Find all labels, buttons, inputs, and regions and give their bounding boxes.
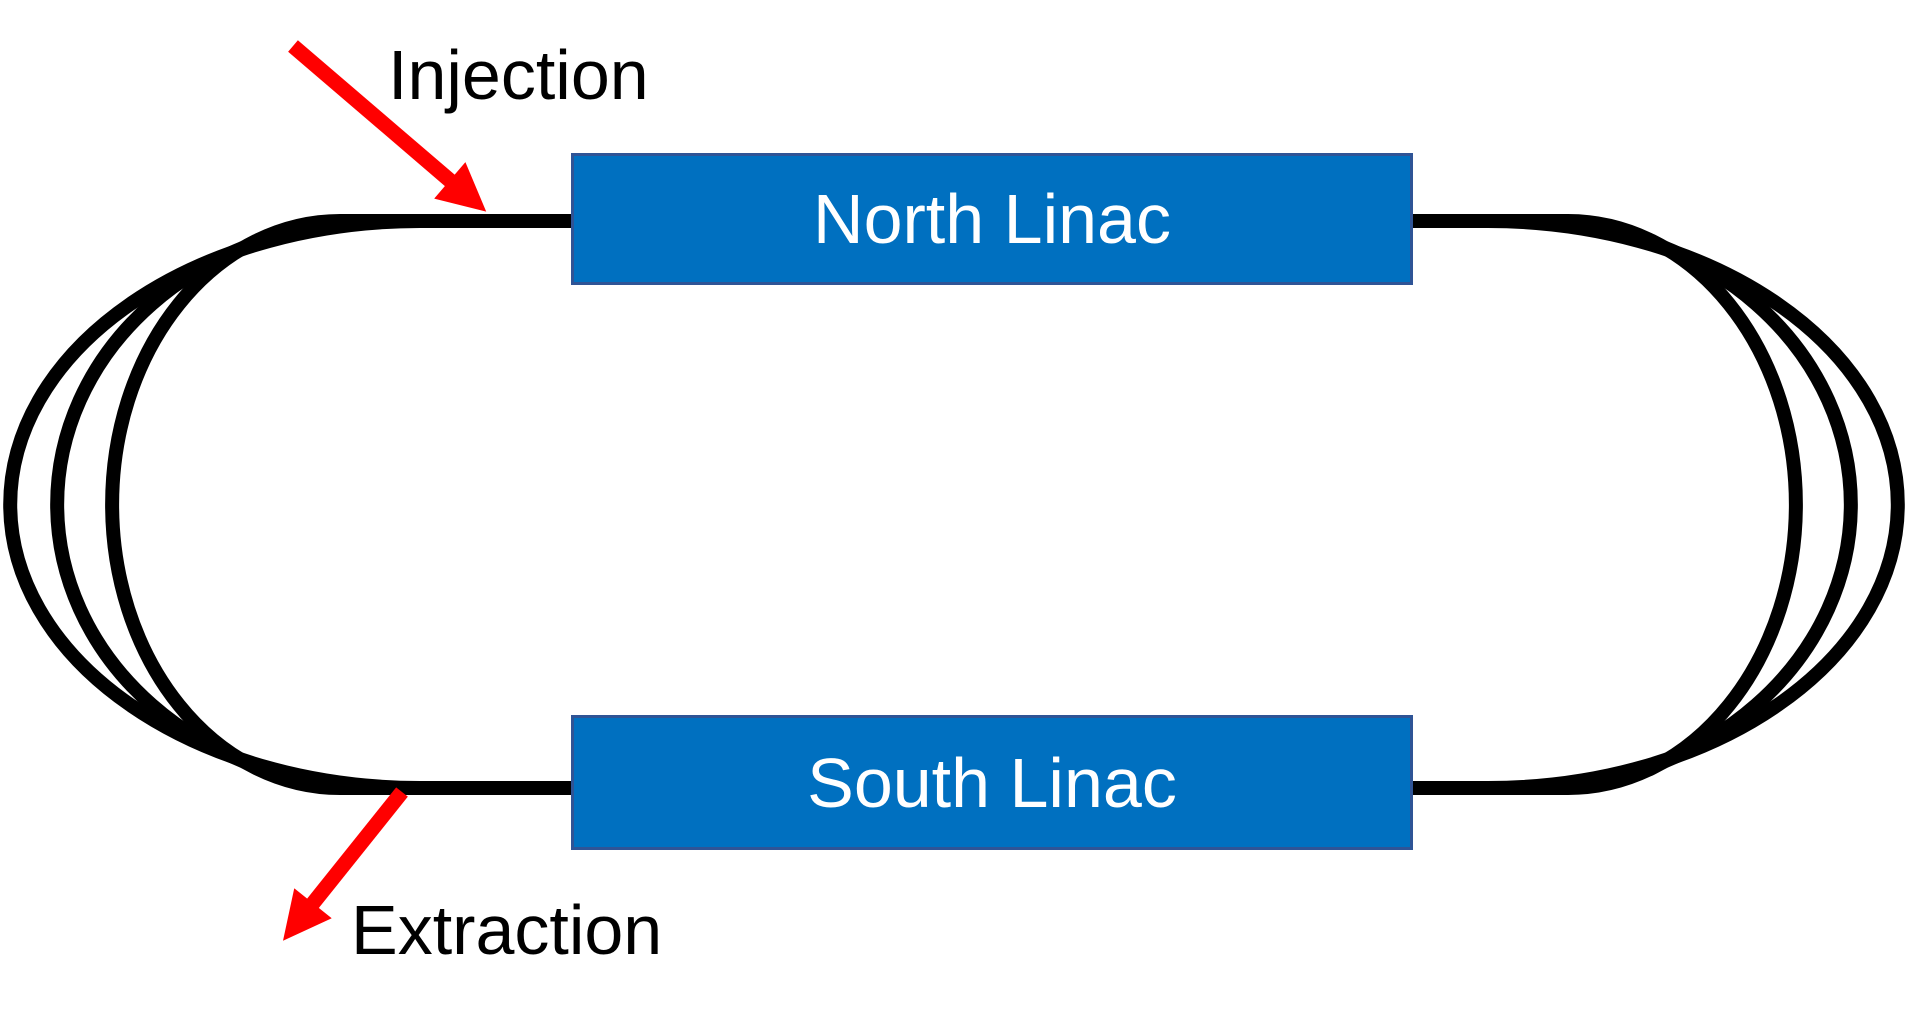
injection-label: Injection [388, 36, 649, 114]
recirculation-loop-inner [105, 214, 1803, 795]
south-linac-box: South Linac [571, 715, 1413, 850]
north-linac-label: North Linac [813, 180, 1171, 258]
recirculation-loop-outer [3, 214, 1905, 795]
extraction-arrow-icon [283, 787, 408, 941]
south-linac-label: South Linac [807, 743, 1177, 822]
recirculation-loop-middle [50, 214, 1858, 795]
north-linac-box: North Linac [571, 153, 1413, 285]
injection-arrow-icon [288, 40, 487, 212]
extraction-label: Extraction [351, 891, 663, 969]
